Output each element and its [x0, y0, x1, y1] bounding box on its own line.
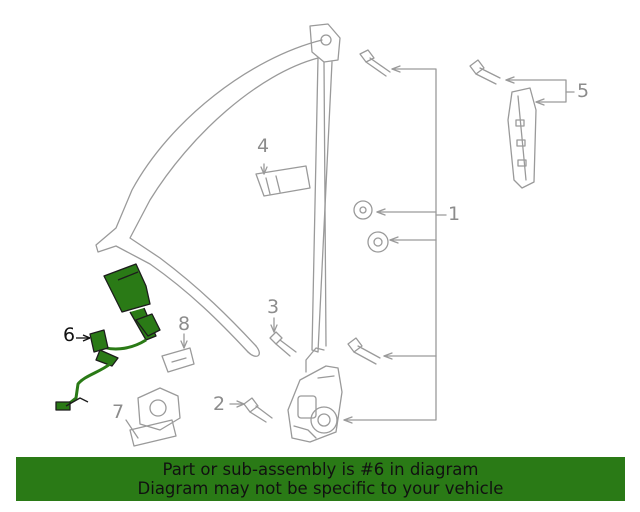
- arrow-1e: [343, 416, 353, 424]
- washer-lower: [367, 231, 389, 253]
- parts-diagram: [55, 23, 575, 447]
- banner-line-1: Part or sub-assembly is #6 in diagram: [162, 460, 479, 479]
- callout-1: 1: [448, 203, 461, 225]
- callout-6: 6: [63, 324, 76, 346]
- buckle-assembly-6: [55, 263, 161, 411]
- arrow-6: [82, 334, 91, 342]
- callout-1-leader: [343, 68, 447, 421]
- arrow-3: [270, 324, 278, 333]
- arrow-1b: [376, 208, 386, 216]
- callout-5: 5: [577, 80, 590, 102]
- trim-cover: [255, 163, 311, 197]
- part-info-banner: Part or sub-assembly is #6 in diagram Di…: [16, 457, 625, 501]
- seat-belt-webbing: [95, 39, 323, 357]
- bolt-top: [359, 49, 391, 77]
- callout-8: 8: [178, 313, 191, 335]
- callout-5-leader: [505, 79, 575, 103]
- arrow-2: [236, 400, 245, 408]
- arrow-5a: [505, 76, 515, 84]
- arrow-1a: [391, 65, 401, 73]
- arrow-4: [260, 166, 268, 175]
- arrow-8: [180, 340, 188, 349]
- pretensioner-7: [125, 387, 181, 447]
- arrow-1c: [389, 236, 399, 244]
- banner-line-2: Diagram may not be specific to your vehi…: [137, 479, 504, 498]
- callout-3: 3: [267, 296, 280, 318]
- callout-2: 2: [213, 393, 226, 415]
- clip-8: [161, 333, 195, 373]
- height-adjuster: [469, 59, 537, 189]
- callout-4: 4: [257, 135, 270, 157]
- bolt-lower: [347, 337, 381, 365]
- callout-7: 7: [112, 401, 125, 423]
- washer-upper: [353, 200, 373, 220]
- retractor-assembly: [287, 347, 343, 443]
- pillar-strip: [309, 23, 341, 353]
- bolt-3: [269, 317, 297, 357]
- bolt-2: [229, 397, 273, 423]
- arrow-5b: [535, 98, 545, 106]
- arrow-1d: [383, 352, 393, 360]
